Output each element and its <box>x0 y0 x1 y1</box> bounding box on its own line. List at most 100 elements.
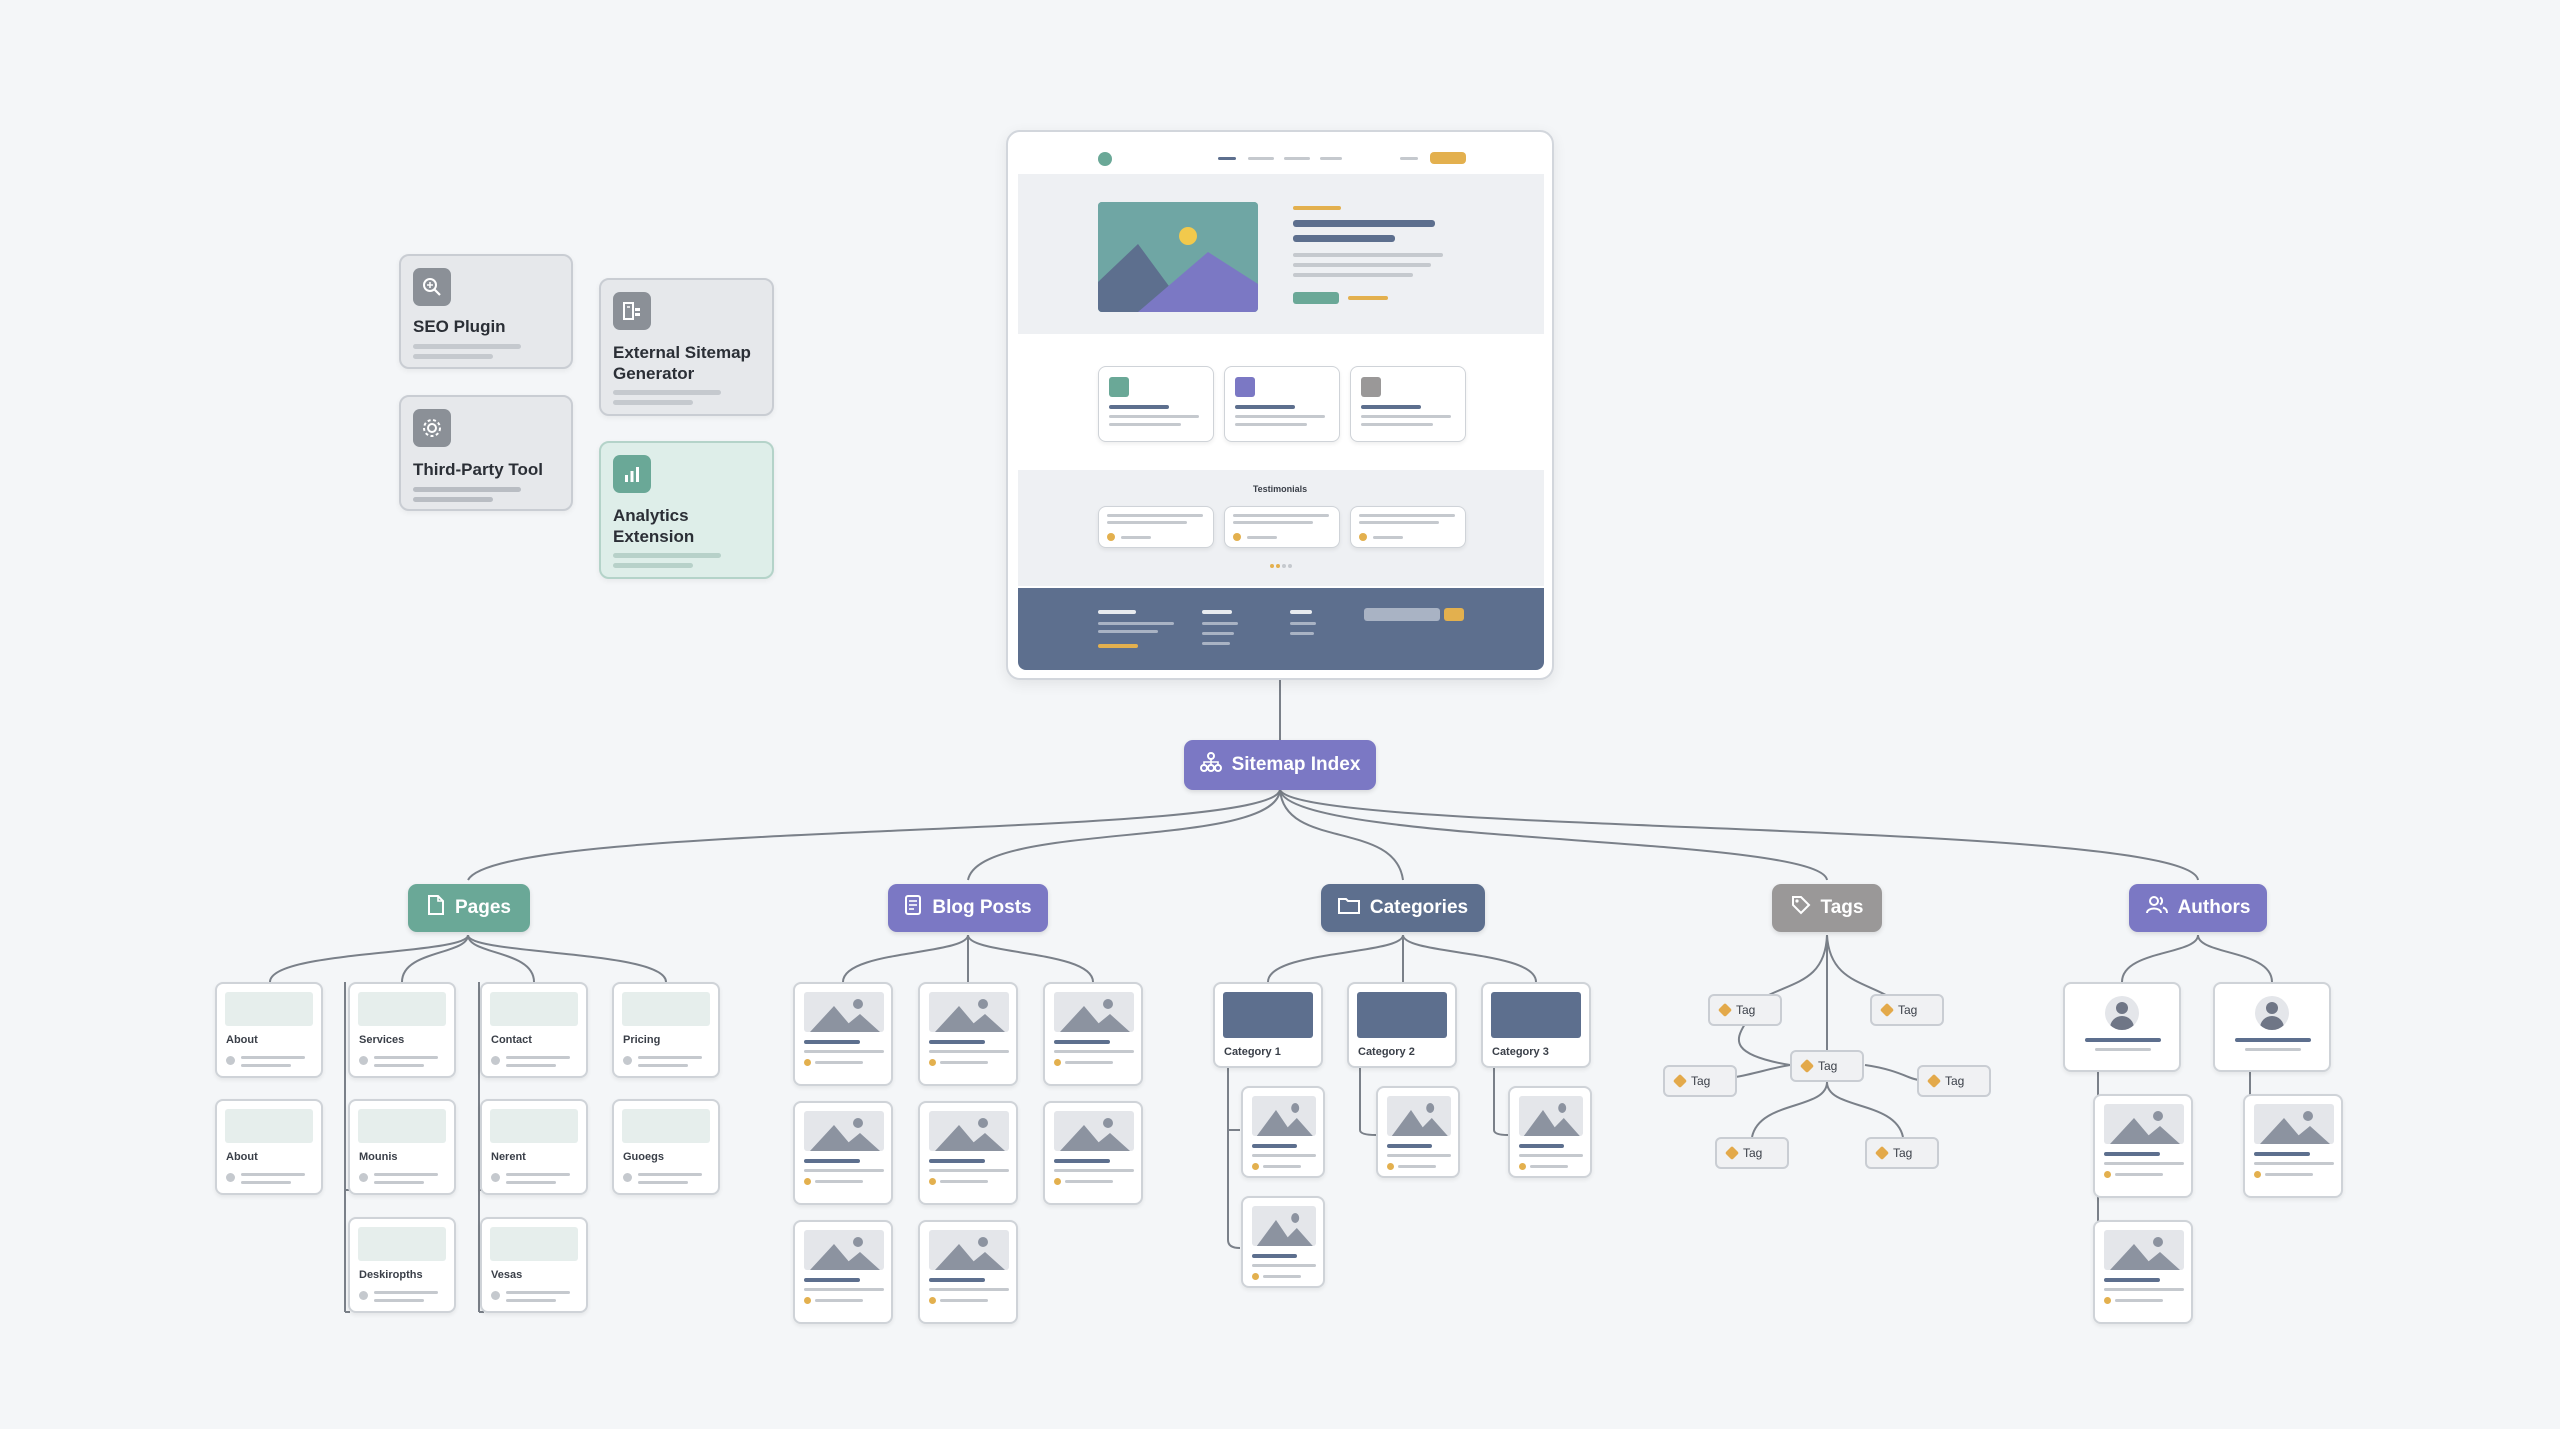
post-card[interactable] <box>1508 1086 1592 1178</box>
category-label: Categories <box>1369 897 1469 918</box>
page-card-label: About <box>226 1034 258 1046</box>
post-card[interactable] <box>918 1220 1018 1324</box>
sitemap-index-node[interactable]: Sitemap Index <box>1184 740 1376 790</box>
author-card[interactable] <box>2063 982 2181 1072</box>
post-card[interactable] <box>1241 1086 1325 1178</box>
page-card[interactable]: Nerent <box>480 1099 588 1195</box>
logo-dot <box>1098 152 1112 166</box>
image-placeholder-icon <box>929 1111 1009 1151</box>
post-card[interactable] <box>1241 1196 1325 1288</box>
avatar <box>2255 996 2289 1030</box>
category-label: Authors <box>2177 897 2251 918</box>
post-card[interactable] <box>918 1101 1018 1205</box>
post-card[interactable] <box>2243 1094 2343 1198</box>
image-placeholder-icon <box>1519 1096 1583 1136</box>
sitemap-index-label: Sitemap Index <box>1231 754 1361 775</box>
plugin-external-sitemap[interactable]: External Sitemap Generator <box>599 278 774 416</box>
category-categories[interactable]: Categories <box>1321 884 1485 932</box>
post-card[interactable] <box>1043 982 1143 1086</box>
tag-icon <box>1724 1145 1740 1161</box>
post-card[interactable] <box>1376 1086 1460 1178</box>
tag-icon <box>1874 1145 1890 1161</box>
author-card[interactable] <box>2213 982 2331 1072</box>
page-card[interactable]: Services <box>348 982 456 1078</box>
newsletter-input[interactable] <box>1364 608 1440 621</box>
category-authors[interactable]: Authors <box>2129 884 2267 932</box>
bar-chart-icon <box>613 455 651 493</box>
page-card-label: Nerent <box>491 1151 526 1163</box>
post-card[interactable] <box>2093 1220 2193 1324</box>
category-blog-posts[interactable]: Blog Posts <box>888 884 1048 932</box>
tag-node[interactable]: Tag <box>1917 1065 1991 1097</box>
post-card[interactable] <box>1043 1101 1143 1205</box>
list-document-icon <box>904 895 922 921</box>
hero-image <box>1098 202 1258 312</box>
magnifier-icon <box>413 268 451 306</box>
post-card[interactable] <box>793 982 893 1086</box>
category-pages[interactable]: Pages <box>408 884 530 932</box>
tag-node[interactable]: Tag <box>1865 1137 1939 1169</box>
page-card-label: Services <box>359 1034 405 1046</box>
page-card[interactable]: Contact <box>480 982 588 1078</box>
category-card-2[interactable]: Category 2 <box>1347 982 1457 1068</box>
avatar <box>2105 996 2139 1030</box>
page-card[interactable]: About <box>215 982 323 1078</box>
document-icon <box>427 895 445 921</box>
category-label: Blog Posts <box>932 897 1032 918</box>
website-preview: Testimonials <box>1006 130 1554 680</box>
page-card-label: Mounis <box>359 1151 398 1163</box>
page-card[interactable]: Deskiropths <box>348 1217 456 1313</box>
tag-icon <box>1879 1002 1895 1018</box>
page-card[interactable]: Mounis <box>348 1099 456 1195</box>
hero-primary-button[interactable] <box>1293 292 1339 304</box>
tag-node[interactable]: Tag <box>1715 1137 1789 1169</box>
image-placeholder-icon <box>1054 992 1134 1032</box>
tag-node[interactable]: Tag <box>1663 1065 1737 1097</box>
image-placeholder-icon <box>929 1230 1009 1270</box>
category-card-label: Category 2 <box>1358 1046 1415 1058</box>
image-placeholder-icon <box>929 992 1009 1032</box>
page-card[interactable]: Guoegs <box>612 1099 720 1195</box>
users-icon <box>2145 895 2168 921</box>
page-card-label: Deskiropths <box>359 1269 423 1281</box>
post-card[interactable] <box>793 1101 893 1205</box>
tag-node[interactable]: Tag <box>1870 994 1944 1026</box>
tag-icon <box>1791 895 1811 921</box>
page-card-label: Pricing <box>623 1034 661 1046</box>
page-card-label: Guoegs <box>623 1151 664 1163</box>
plugin-label: Analytics Extension <box>613 506 695 546</box>
folder-icon <box>1337 896 1360 920</box>
image-placeholder-icon <box>1252 1096 1316 1136</box>
tag-node[interactable]: Tag <box>1790 1050 1864 1082</box>
plugin-seo[interactable]: SEO Plugin <box>399 254 573 369</box>
category-card-label: Category 1 <box>1224 1046 1281 1058</box>
image-placeholder-icon <box>2254 1104 2334 1144</box>
plugin-third-party[interactable]: Third-Party Tool <box>399 395 573 511</box>
plugin-label: Third-Party Tool <box>413 460 544 479</box>
plugin-label: SEO Plugin <box>413 317 506 336</box>
page-card[interactable]: Vesas <box>480 1217 588 1313</box>
category-card-label: Category 3 <box>1492 1046 1549 1058</box>
plugin-label: External Sitemap Generator <box>613 343 751 383</box>
category-card-3[interactable]: Category 3 <box>1481 982 1591 1068</box>
category-tags[interactable]: Tags <box>1772 884 1882 932</box>
tag-icon <box>1926 1073 1942 1089</box>
image-placeholder-icon <box>1387 1096 1451 1136</box>
tag-node[interactable]: Tag <box>1708 994 1782 1026</box>
tag-icon <box>1717 1002 1733 1018</box>
post-card[interactable] <box>2093 1094 2193 1198</box>
nav-cta-button[interactable] <box>1430 152 1466 164</box>
category-card-1[interactable]: Category 1 <box>1213 982 1323 1068</box>
page-card-label: Contact <box>491 1034 532 1046</box>
plugin-analytics[interactable]: Analytics Extension <box>599 441 774 579</box>
sitemap-file-icon <box>613 292 651 330</box>
post-card[interactable] <box>918 982 1018 1086</box>
page-card[interactable]: Pricing <box>612 982 720 1078</box>
image-placeholder-icon <box>2104 1230 2184 1270</box>
tag-icon <box>1672 1073 1688 1089</box>
page-card[interactable]: About <box>215 1099 323 1195</box>
category-label: Tags <box>1820 897 1864 918</box>
category-label: Pages <box>455 897 511 918</box>
newsletter-submit-button[interactable] <box>1444 608 1464 621</box>
post-card[interactable] <box>793 1220 893 1324</box>
